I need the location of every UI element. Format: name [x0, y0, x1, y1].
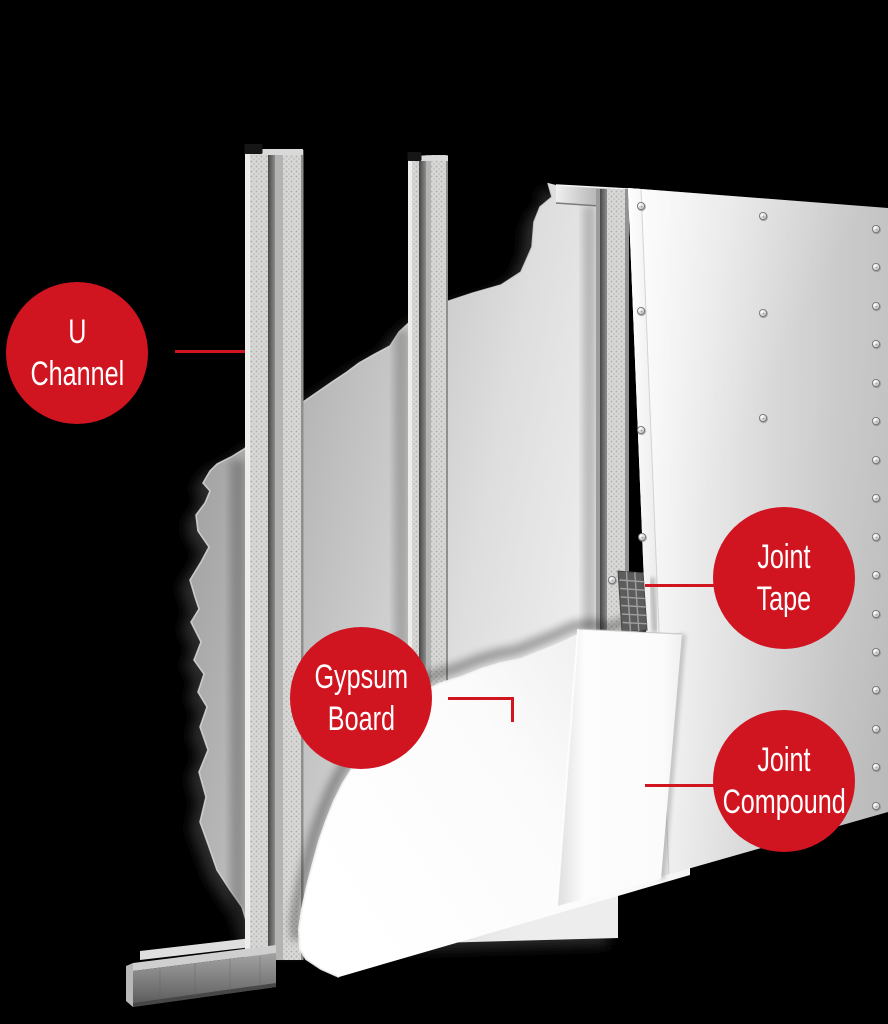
joint-compound-strip [556, 628, 686, 907]
leader-gypsum-board-horizontal [448, 697, 514, 700]
callout-joint-tape: Joint Tape [713, 507, 855, 649]
joint-stud-shadow [583, 205, 596, 640]
bottom-track-rear-lip [140, 935, 278, 960]
callout-joint-tape-line2: Tape [756, 580, 812, 618]
callout-gypsum-board-line1: Gypsum [314, 658, 408, 696]
callout-gypsum-board: Gypsum Board [290, 627, 432, 769]
callout-u-channel-line2: Channel [30, 355, 124, 393]
stud-2 [407, 152, 448, 700]
screw [608, 576, 617, 586]
screw [759, 211, 768, 222]
screw [637, 306, 646, 317]
screw [872, 802, 881, 812]
screw [872, 725, 881, 735]
leader-joint-compound [645, 784, 715, 787]
screw [872, 301, 881, 312]
screws [608, 201, 881, 812]
callout-u-channel-line1: U [67, 313, 87, 351]
screw [872, 763, 881, 773]
screw [638, 533, 647, 543]
joint-stud [596, 189, 629, 662]
stud2-top-face [421, 156, 448, 161]
screw [872, 686, 881, 696]
screw [759, 308, 768, 319]
stud2-shadow [394, 330, 409, 695]
screw [872, 224, 881, 235]
screw [872, 571, 881, 581]
screw [872, 378, 881, 389]
callout-joint-compound-line1: Joint [757, 741, 811, 779]
screw [637, 201, 646, 212]
stud1-top-face [262, 149, 303, 155]
callout-gypsum-board-line2: Board [327, 700, 395, 738]
callout-joint-compound-line2: Compound [722, 783, 846, 821]
leader-joint-tape [645, 584, 715, 587]
screw [759, 413, 768, 424]
screw [872, 455, 881, 466]
stud2-end-cap [407, 152, 422, 161]
callout-joint-compound: Joint Compound [713, 710, 855, 852]
screw [872, 416, 881, 427]
callout-u-channel: U Channel [6, 282, 148, 424]
screw [872, 533, 881, 543]
stud1-end-cap [244, 144, 263, 154]
screw [872, 493, 881, 504]
bottom-track-u-channel [126, 945, 276, 1007]
stud-1 [244, 144, 304, 960]
screw [872, 262, 881, 273]
stud1-shadow [230, 460, 246, 945]
screw [872, 648, 881, 658]
leader-u-channel [175, 350, 245, 353]
leader-gypsum-board-vertical [511, 697, 514, 722]
screw [872, 610, 881, 620]
screw [637, 425, 646, 436]
screw [872, 339, 881, 350]
callout-joint-tape-line1: Joint [757, 538, 811, 576]
joint-tape-mesh [617, 570, 658, 633]
